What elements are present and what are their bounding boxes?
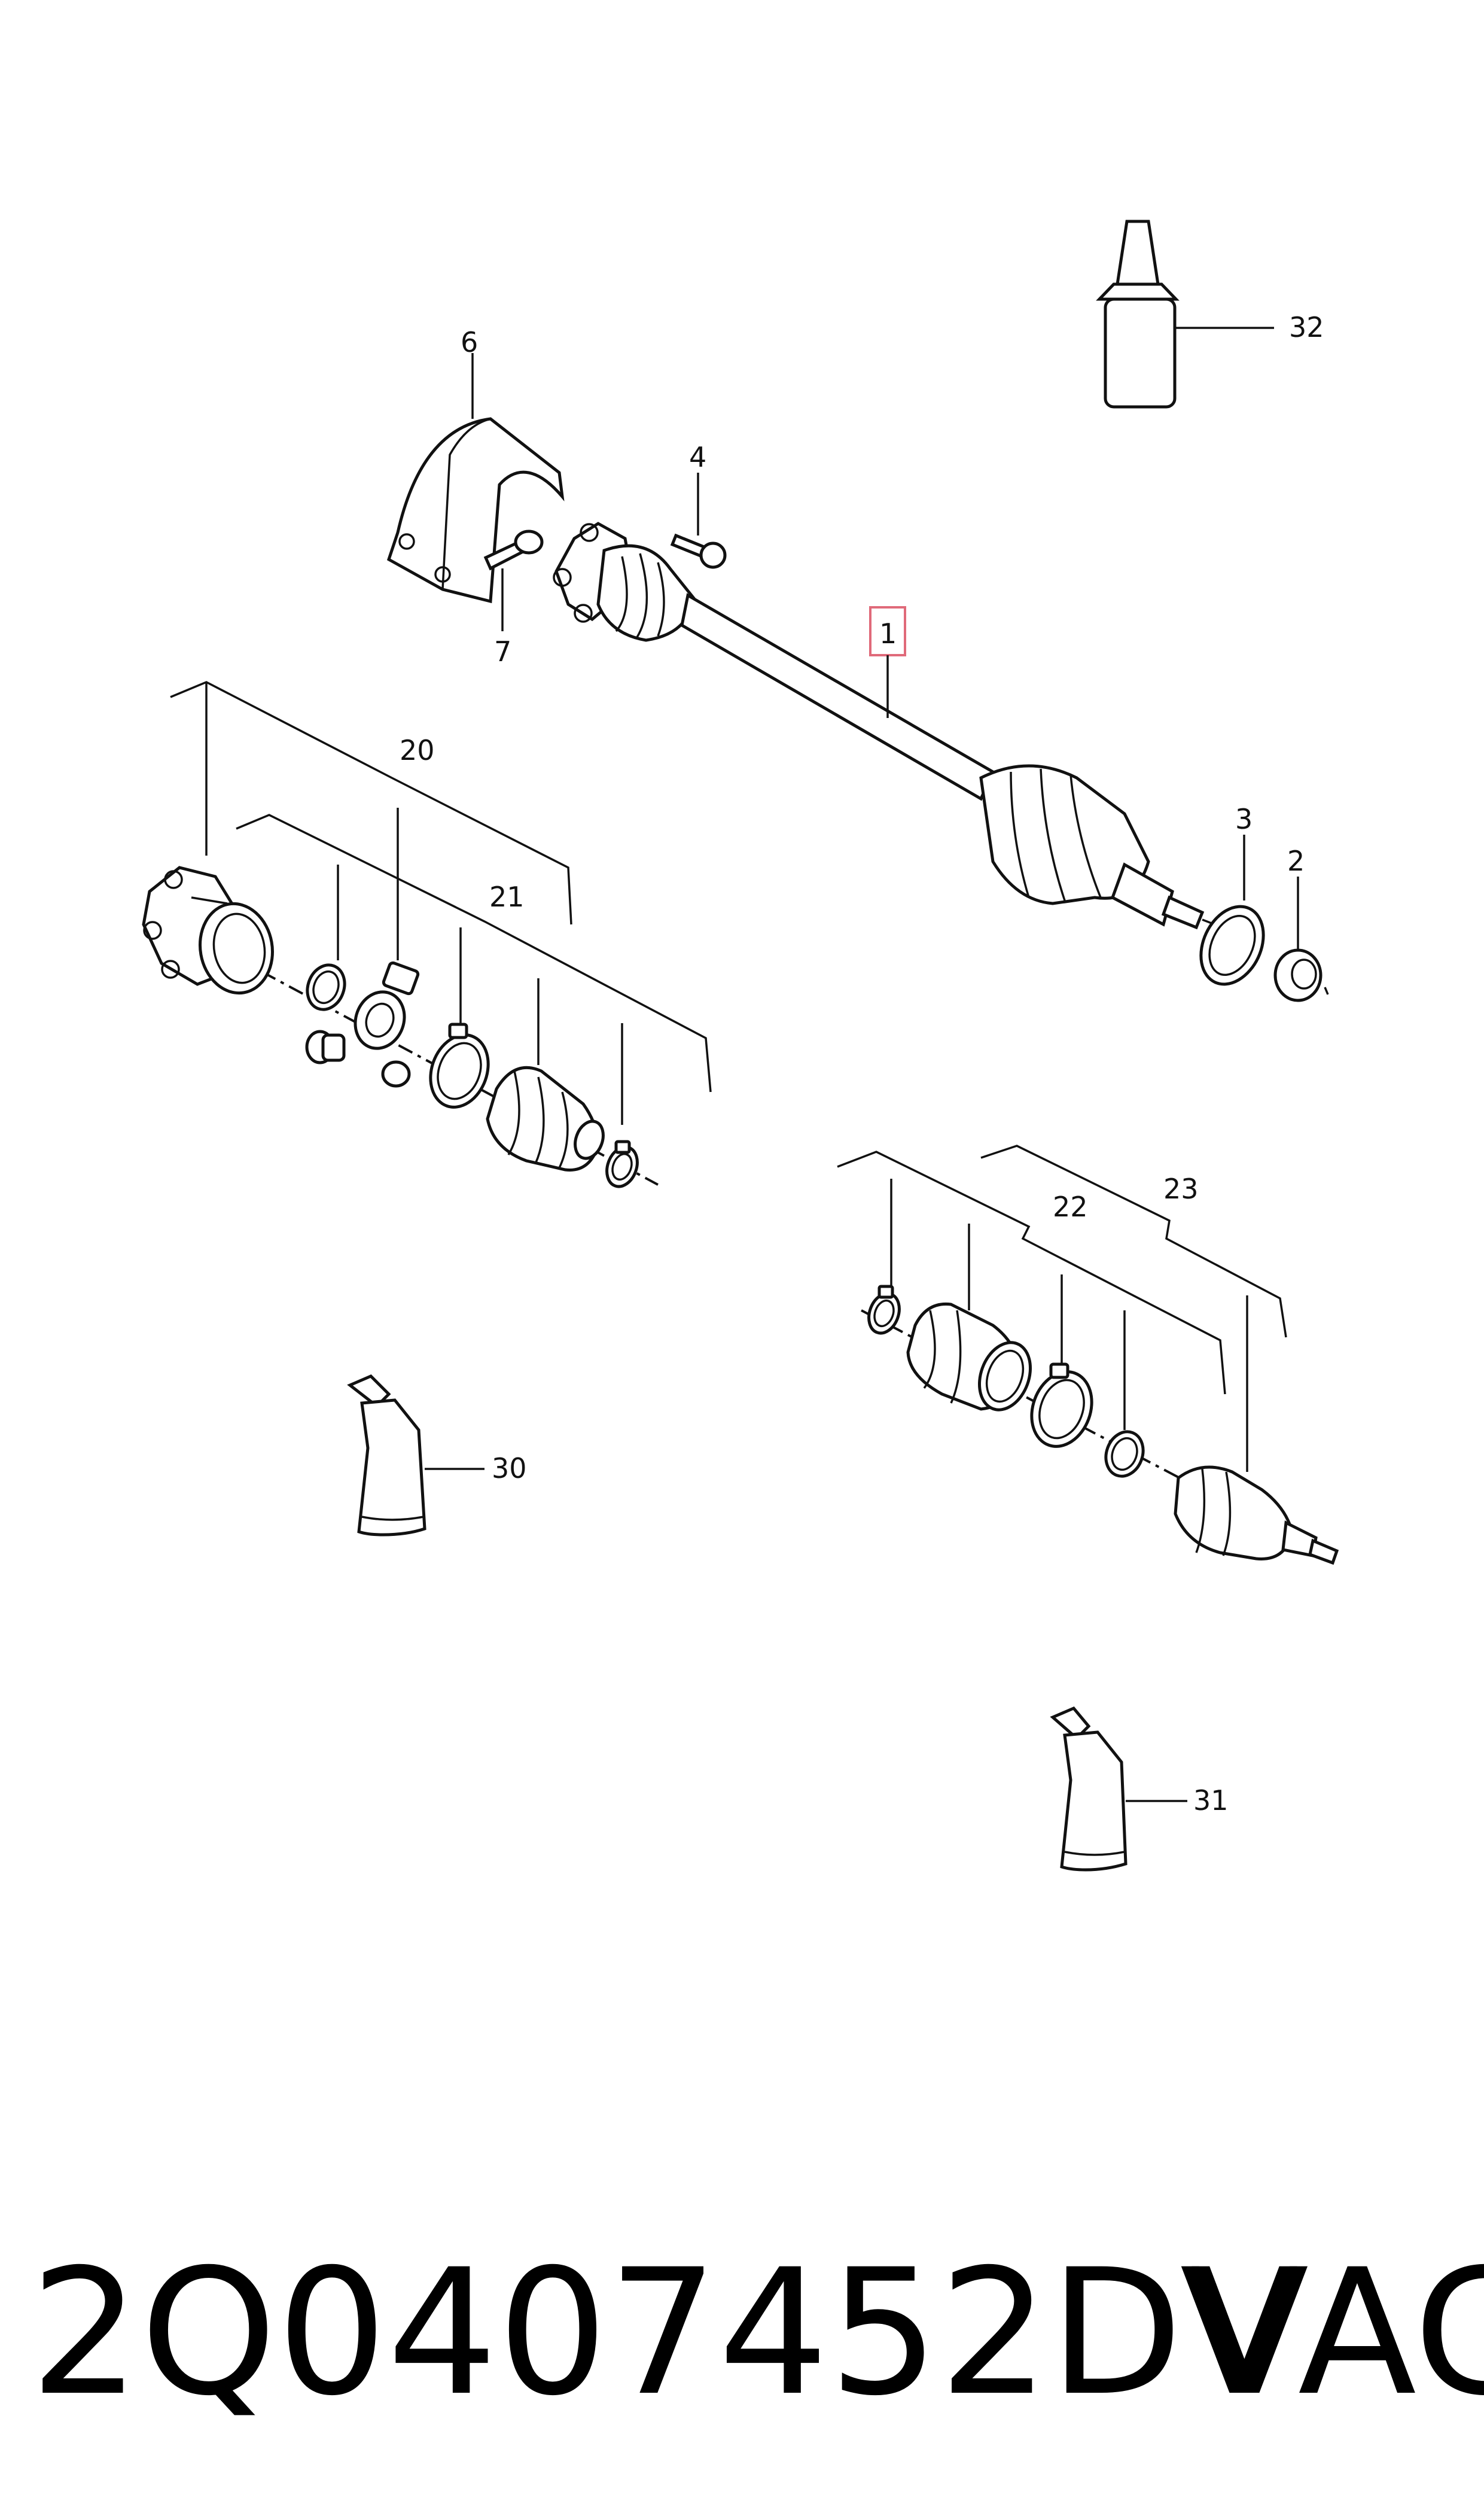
outer-joint-kit-group (837, 1145, 1339, 1565)
part-number: 2Q0407452DV (30, 2232, 1299, 2434)
callout-3: 3 (1235, 803, 1253, 835)
nut-part-2 (1273, 877, 1329, 1002)
inner-joint-kit-group (142, 681, 712, 1188)
callout-32: 32 (1289, 311, 1324, 343)
grease-tube-part-31 (1050, 1706, 1187, 1872)
callout-1: 1 (879, 617, 897, 650)
callout-22: 22 (1053, 1191, 1088, 1223)
bolt-part-4 (670, 473, 727, 569)
footer: 2Q0407452DV VAG (30, 2232, 1484, 2434)
sealant-bottle-part-32 (1096, 220, 1274, 409)
callout-30: 30 (492, 1452, 527, 1484)
callout-2: 2 (1287, 845, 1305, 877)
callout-6: 6 (461, 326, 478, 358)
bolt-part-7 (483, 530, 544, 631)
callout-21: 21 (489, 881, 525, 913)
seal-ring-part-3 (1199, 835, 1265, 986)
callout-31: 31 (1193, 1784, 1229, 1817)
callout-4: 4 (689, 441, 706, 473)
drive-shaft-part-1 (553, 522, 1239, 935)
callout-23: 23 (1163, 1173, 1199, 1205)
callout-7: 7 (494, 635, 511, 668)
grease-tube-part-30 (347, 1374, 484, 1537)
brand-name: VAG (1190, 2232, 1484, 2434)
callout-20: 20 (400, 734, 435, 766)
heat-shield-part-6 (386, 353, 565, 604)
